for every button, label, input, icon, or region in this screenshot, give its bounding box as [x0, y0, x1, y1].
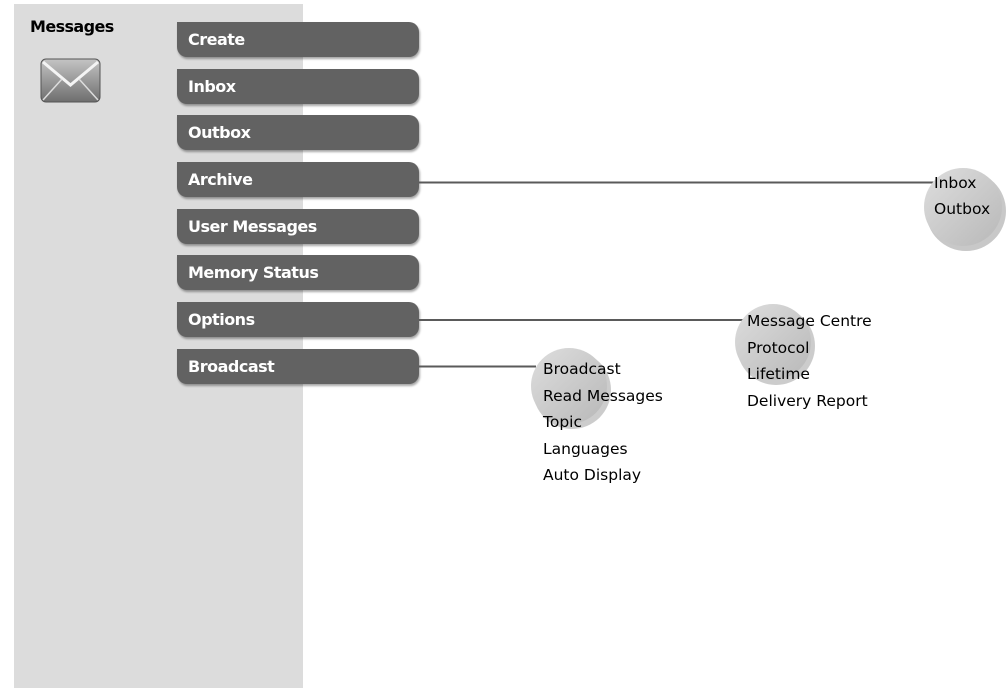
broadcast-bubble	[531, 348, 607, 424]
submenu-item-topic[interactable]: Topic	[543, 413, 582, 431]
archive-submenu: Inbox Outbox	[934, 170, 990, 222]
submenu-item-delivery-report[interactable]: Delivery Report	[747, 391, 868, 410]
submenu-item-lifetime[interactable]: Lifetime	[747, 365, 810, 383]
submenu-item-auto-display[interactable]: Auto Display	[543, 466, 642, 484]
menu-item-outbox[interactable]: Outbox	[177, 115, 419, 151]
menu-item-label: Archive	[188, 170, 253, 190]
archive-bubble	[924, 168, 1002, 246]
submenu-item-read-messages[interactable]: Read Messages	[543, 386, 663, 405]
menu-item-broadcast[interactable]: Broadcast	[177, 348, 419, 384]
menu-item-label: User Messages	[188, 216, 317, 236]
menu-item-inbox[interactable]: Inbox	[177, 68, 419, 104]
submenu-item-message-centre[interactable]: Message Centre	[747, 312, 872, 330]
menu-item-memory-status[interactable]: Memory Status	[177, 255, 419, 291]
menu-item-archive[interactable]: Archive	[177, 162, 419, 198]
menu-item-options[interactable]: Options	[177, 302, 419, 338]
menu-item-label: Options	[188, 310, 255, 330]
menu-item-label: Memory Status	[188, 263, 319, 283]
menu-item-label: Outbox	[188, 123, 251, 143]
submenu-item-languages[interactable]: Languages	[543, 439, 628, 458]
menu-item-label: Broadcast	[188, 356, 275, 376]
broadcast-submenu: Broadcast Read Messages Topic Languages …	[543, 356, 663, 489]
main-menu: Create Inbox Outbox Archive User Message…	[177, 22, 419, 396]
submenu-item-outbox[interactable]: Outbox	[934, 200, 991, 218]
submenu-item-protocol[interactable]: Protocol	[747, 338, 810, 357]
submenu-item-inbox[interactable]: Inbox	[934, 174, 977, 192]
page-title: Messages	[30, 17, 114, 36]
options-submenu: Message Centre Protocol Lifetime Deliver…	[747, 308, 872, 414]
menu-item-create[interactable]: Create	[177, 22, 419, 57]
menu-item-user-messages[interactable]: User Messages	[177, 208, 419, 244]
menu-item-label: Inbox	[188, 76, 236, 96]
envelope-icon	[40, 58, 101, 103]
options-bubble	[735, 304, 811, 380]
submenu-item-broadcast[interactable]: Broadcast	[543, 360, 621, 378]
menu-item-label: Create	[188, 30, 245, 49]
